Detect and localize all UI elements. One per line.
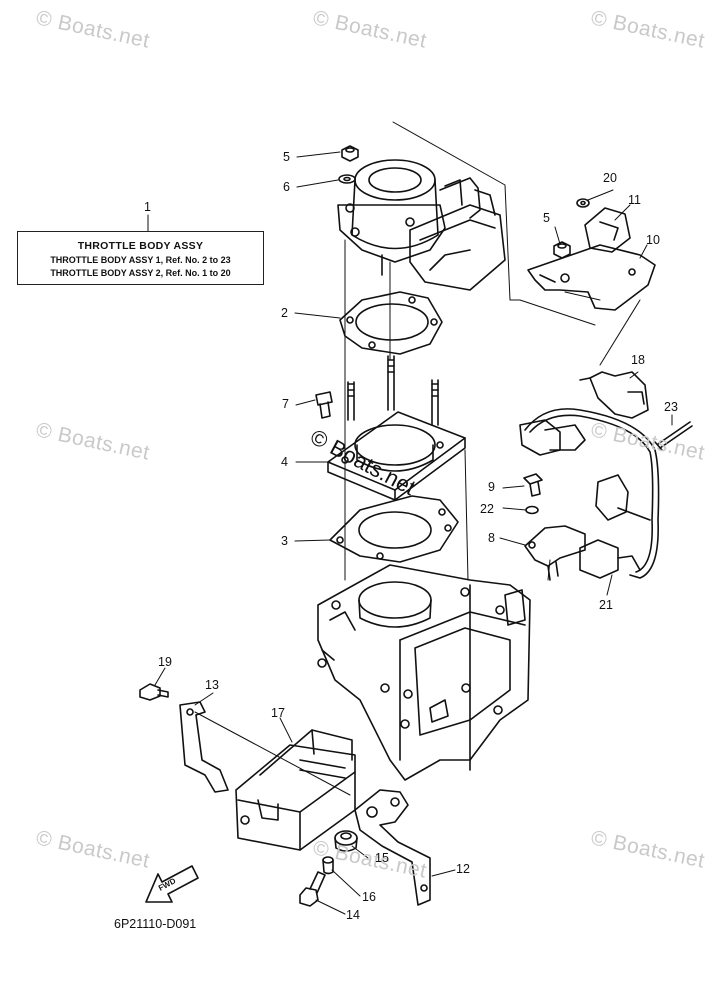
info-box: THROTTLE BODY ASSY THROTTLE BODY ASSY 1,…	[17, 231, 264, 285]
grommet-part	[334, 830, 358, 852]
info-box-line-1: THROTTLE BODY ASSY 1, Ref. No. 2 to 23	[50, 255, 231, 265]
callout-18: 18	[631, 353, 645, 367]
callout-22: 22	[480, 502, 494, 516]
bolt-lower-part	[299, 871, 326, 907]
callout-17: 17	[271, 706, 285, 720]
plate-part	[527, 244, 656, 311]
info-box-line-2: THROTTLE BODY ASSY 2, Ref. No. 1 to 20	[50, 268, 231, 278]
callout-14: 14	[346, 908, 360, 922]
callout-6: 6	[283, 180, 290, 194]
callout-16: 16	[362, 890, 376, 904]
gasket-lower-part	[329, 495, 459, 563]
washer-right-part	[576, 198, 590, 208]
callout-5-right: 5	[543, 211, 550, 225]
intake-manifold-part	[317, 564, 531, 781]
callout-4: 4	[281, 455, 288, 469]
nut-right-part	[553, 241, 571, 259]
bolt-part	[315, 391, 333, 419]
washer-part	[338, 174, 356, 184]
studs-part	[347, 355, 439, 426]
callout-23: 23	[664, 400, 678, 414]
connector-part	[579, 539, 641, 579]
callout-1: 1	[144, 200, 151, 214]
callout-12: 12	[456, 862, 470, 876]
callout-2: 2	[281, 306, 288, 320]
fwd-arrow-icon	[145, 865, 199, 903]
screw-part	[523, 473, 543, 497]
callout-5: 5	[283, 150, 290, 164]
info-box-title: THROTTLE BODY ASSY	[77, 240, 204, 252]
nut-part	[341, 145, 359, 162]
sensor-part	[584, 207, 631, 253]
callout-19: 19	[158, 655, 172, 669]
callout-13: 13	[205, 678, 219, 692]
pressure-sensor-part	[524, 525, 586, 581]
leader-lines	[147, 151, 673, 915]
assembly-lines	[194, 121, 641, 796]
throttle-body-part	[337, 159, 506, 291]
callout-10: 10	[646, 233, 660, 247]
strap-part	[179, 701, 229, 793]
callout-7: 7	[282, 397, 289, 411]
callout-9: 9	[488, 480, 495, 494]
callout-15: 15	[375, 851, 389, 865]
sensor-connector-part	[579, 371, 649, 419]
callout-20: 20	[603, 171, 617, 185]
callout-21: 21	[599, 598, 613, 612]
callout-3: 3	[281, 534, 288, 548]
wire-harness-part	[519, 408, 660, 579]
washer-small-part	[525, 505, 539, 515]
callout-11: 11	[628, 193, 641, 207]
bolt-left-part	[139, 683, 169, 701]
bracket-part	[354, 789, 431, 906]
collar-part	[322, 856, 334, 875]
diagram-code: 6P21110-D091	[114, 917, 197, 931]
gasket-upper-part	[339, 291, 443, 355]
tie-strap-part	[654, 421, 693, 451]
canister-part	[235, 729, 356, 851]
callout-8: 8	[488, 531, 495, 545]
